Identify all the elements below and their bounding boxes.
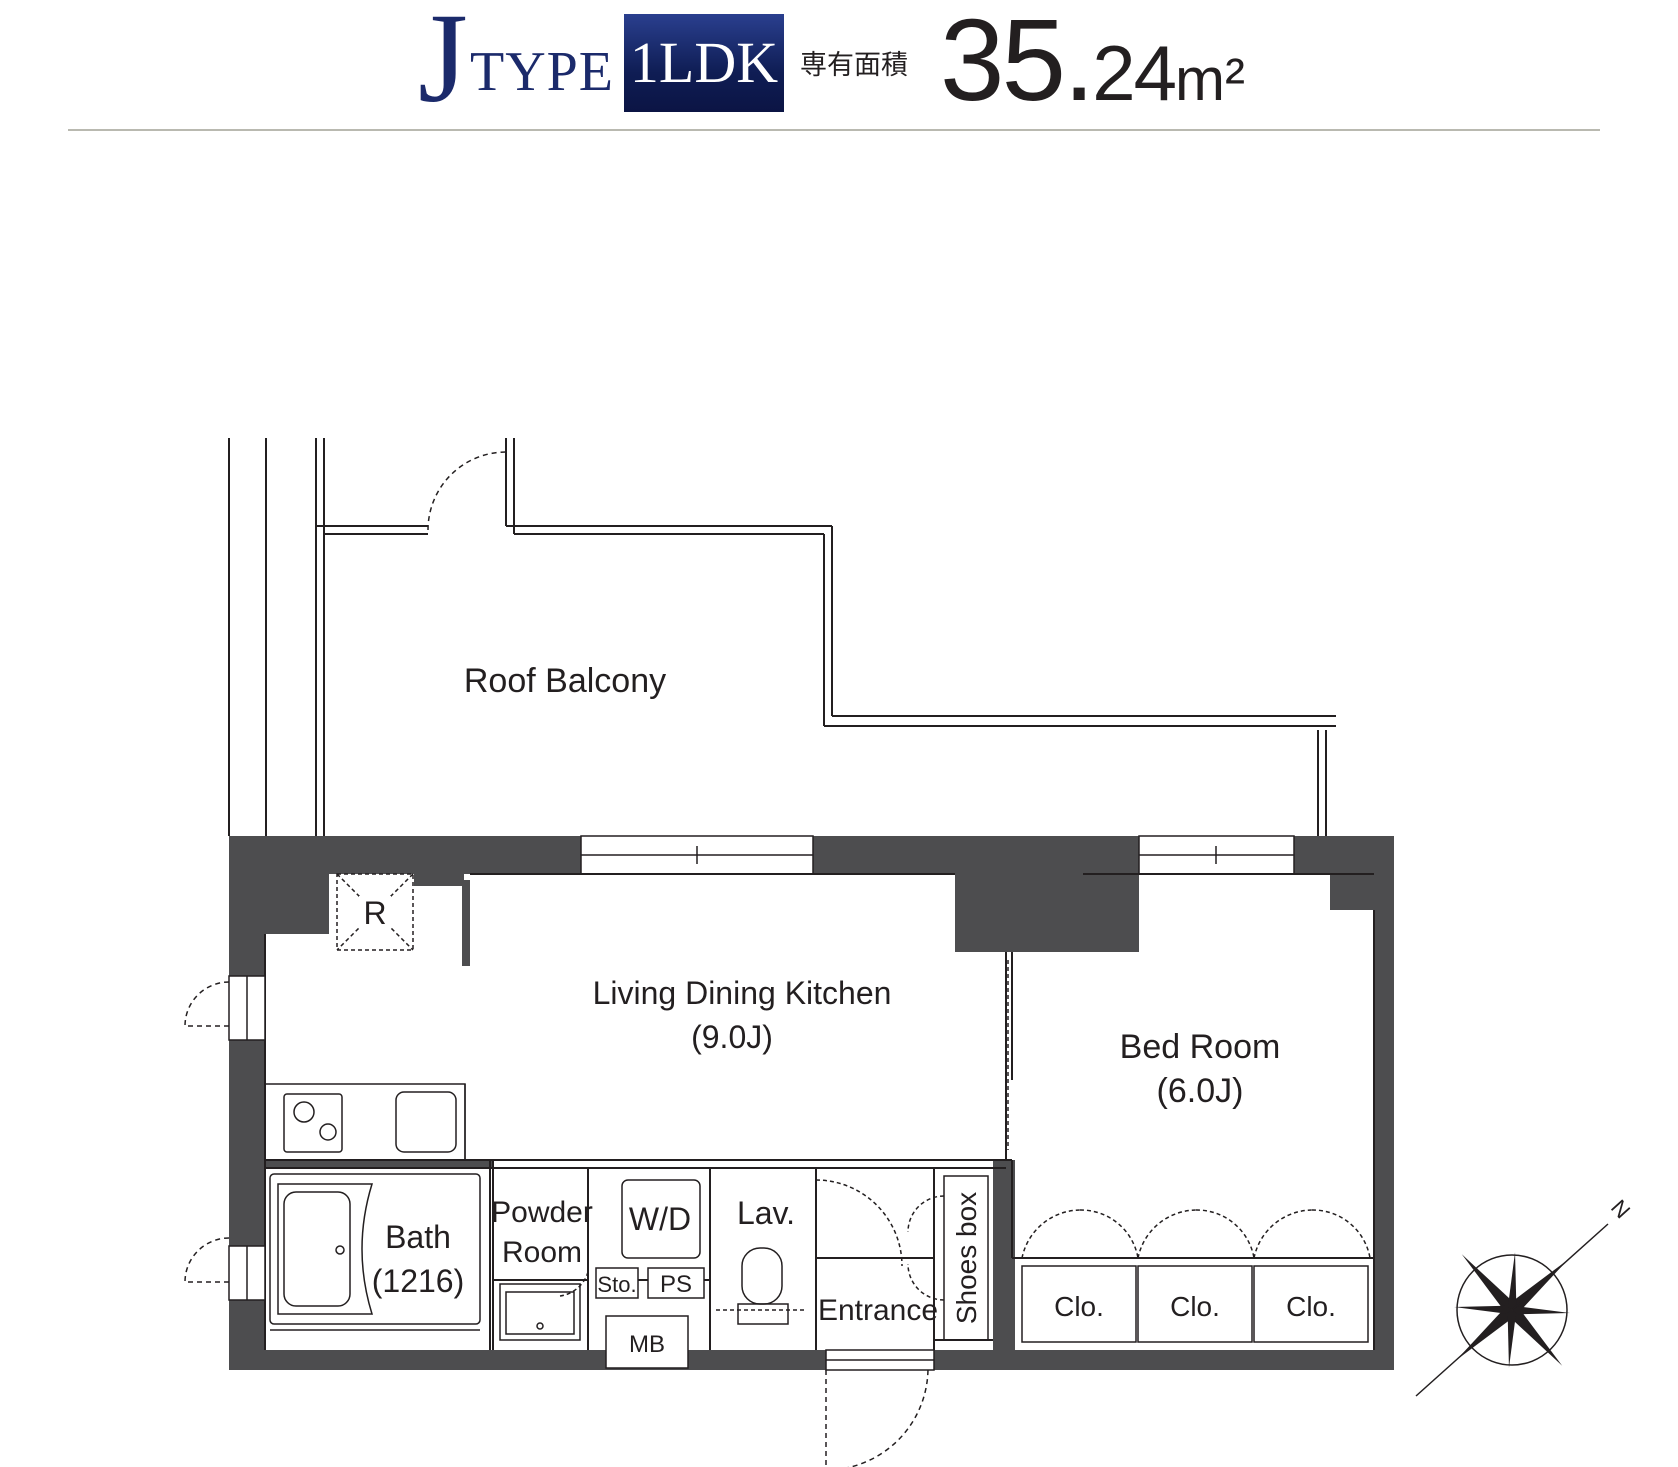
layout-badge: 1LDK (624, 14, 784, 112)
closet-label-2: Clo. (1170, 1291, 1220, 1322)
windows (580, 835, 1295, 875)
header-divider (68, 129, 1600, 131)
bed-room-name-label: Bed Room (1120, 1028, 1281, 1066)
area-value: 35.24m² (940, 2, 1245, 118)
bath-size-label: (1216) (372, 1263, 465, 1299)
bed-room-size-label: (6.0J) (1157, 1072, 1244, 1110)
balcony-door-swing (427, 451, 507, 531)
ldk-name-label: Living Dining Kitchen (593, 975, 892, 1011)
shoes-box (943, 1175, 989, 1341)
utility-boxes (595, 1267, 705, 1369)
area-label: 専有面積 (800, 50, 908, 81)
refrigerator-label: R (363, 895, 386, 931)
closet-label-3: Clo. (1286, 1291, 1336, 1322)
kitchen-counter (264, 1083, 466, 1161)
washer-dryer-space (621, 1179, 701, 1259)
compass-north-label: N (1606, 1195, 1635, 1224)
side-doors (184, 975, 266, 1301)
roof-balcony-label: Roof Balcony (464, 662, 666, 700)
area-decimal: 24 (1092, 29, 1177, 117)
powder-door-swing (559, 1168, 589, 1297)
pipe-space-label: PS (660, 1271, 692, 1298)
washstand (499, 1283, 581, 1341)
bath-name-label: Bath (385, 1219, 451, 1255)
walls (229, 836, 1394, 1370)
storage-label: Sto. (597, 1272, 636, 1297)
washer-dryer-label: W/D (629, 1201, 691, 1237)
lavatory-label: Lav. (737, 1195, 795, 1231)
refrigerator-space (336, 873, 414, 951)
toilet (716, 1247, 806, 1325)
closet-label-1: Clo. (1054, 1291, 1104, 1322)
powder-room-label-line1: Powder (491, 1196, 593, 1229)
lavatory-door-swing (815, 1179, 903, 1267)
type-word: TYPE (470, 41, 614, 103)
shoes-box-label: Shoes box (951, 1192, 982, 1324)
closet-door-swings (1021, 1209, 1371, 1259)
plan-header: J TYPE 1LDK 専有面積 35.24m² (0, 0, 1678, 140)
type-letter: J (418, 0, 468, 129)
compass-rose: N (1415, 1195, 1635, 1397)
closets (1021, 1265, 1369, 1343)
roof-balcony-outline (228, 438, 1336, 836)
shoes-box-door-swing (907, 1195, 945, 1301)
bathtub (269, 1173, 481, 1331)
area-unit: m² (1175, 46, 1245, 113)
meter-box-label: MB (629, 1331, 665, 1358)
interior-walls (264, 873, 1375, 1350)
powder-room-label-line2: Room (502, 1236, 582, 1269)
entrance-label: Entrance (818, 1294, 938, 1327)
entrance-door (825, 1349, 935, 1467)
ldk-size-label: (9.0J) (691, 1019, 773, 1055)
area-integer: 35. (940, 0, 1095, 125)
